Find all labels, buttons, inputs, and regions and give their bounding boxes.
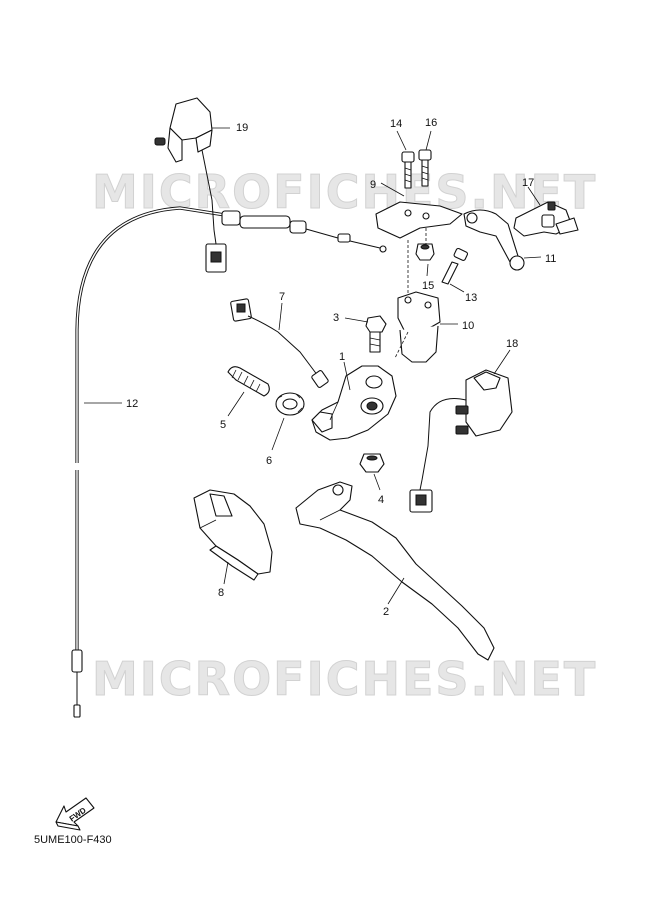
callout-17: 17 <box>522 177 534 189</box>
callout-6: 6 <box>266 455 272 467</box>
part-19-switch <box>154 97 227 273</box>
callout-3: 3 <box>333 312 339 324</box>
part-16-bolt <box>418 149 432 187</box>
callout-10: 10 <box>462 320 474 332</box>
callout-12: 12 <box>126 398 138 410</box>
part-1-bracket <box>311 365 397 441</box>
watermark-top: MICROFICHES.NET <box>92 165 597 219</box>
part-18-switch <box>409 369 513 513</box>
figure-code: 5UME100-F430 <box>34 834 112 846</box>
leader-lines <box>84 127 542 605</box>
callout-11: 11 <box>545 253 556 265</box>
part-12-cable <box>71 206 387 718</box>
part-2-lever <box>295 481 495 661</box>
callout-14: 14 <box>390 118 402 130</box>
callout-2: 2 <box>383 606 389 618</box>
part-10-holder <box>394 291 441 363</box>
callout-13: 13 <box>465 292 477 304</box>
part-4-nut <box>359 453 385 473</box>
callout-4: 4 <box>378 494 384 506</box>
part-7-lead <box>230 298 329 388</box>
part-13-bolt <box>441 247 469 285</box>
callout-18: 18 <box>506 338 518 350</box>
part-14-bolt <box>401 151 415 189</box>
callout-5: 5 <box>220 419 226 431</box>
part-8-cover <box>193 489 273 581</box>
callout-9: 9 <box>370 179 376 191</box>
part-11-lever <box>463 209 525 271</box>
part-9-bracket <box>375 201 463 239</box>
fwd-arrow-icon: FWD <box>55 797 95 831</box>
part-3-bolt <box>365 315 387 353</box>
part-5-adjuster <box>227 366 270 397</box>
callout-1: 1 <box>339 351 345 363</box>
part-17-holder <box>513 201 579 237</box>
part-15-nut <box>415 243 435 261</box>
watermark-bottom: MICROFICHES.NET <box>92 652 597 706</box>
callout-16: 16 <box>425 117 437 129</box>
callout-7: 7 <box>279 291 285 303</box>
callout-8: 8 <box>218 587 224 599</box>
part-6-locknut <box>275 392 305 416</box>
callout-19: 19 <box>236 122 248 134</box>
callout-15: 15 <box>422 280 434 292</box>
